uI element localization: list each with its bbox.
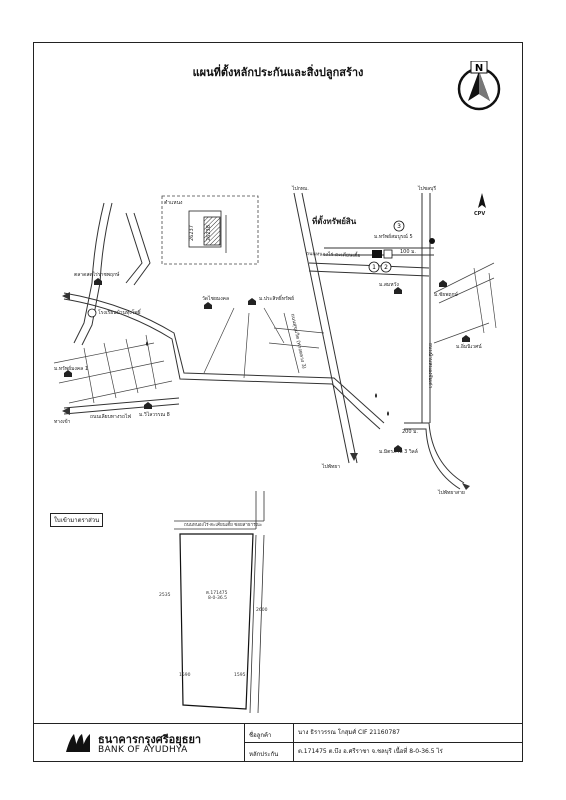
label-plot-a: 26237 — [189, 225, 195, 241]
label-bangkok: ไปกทม. — [292, 186, 309, 192]
road-sukhumvit — [293, 192, 350, 464]
label-road-local: ถนนเลียบทางรถไฟ — [90, 414, 132, 420]
north-arrow-icon: N — [457, 61, 501, 111]
info-table: ชื่อลูกค้า นาง ธิราวรรณ โกสุมศ์ CIF 2116… — [244, 724, 523, 762]
label-road-east: ถนนบ้านหนองจับเต่า — [427, 343, 433, 389]
customer-value: นาง ธิราวรรณ โกสุมศ์ CIF 21160787 — [293, 724, 518, 742]
bank-logo-icon — [66, 734, 90, 752]
location-map: 1 2 3 — [53, 192, 497, 490]
collateral-key: หลักประกัน — [249, 751, 279, 758]
inset-road-label: ถนนหนองไร่-ตะเคียนเตี้ย ซอยสาธารณะ — [184, 523, 263, 528]
label-chonburi: ไปชลบุรี — [418, 186, 437, 192]
marker-2 — [380, 261, 392, 273]
bank-name-english: BANK OF AYUDHYA — [98, 745, 188, 755]
document-frame: แผนที่ตั้งหลักประกันและสิ่งปลูกสร้าง N — [33, 42, 523, 762]
label-village3: ม.สมหวัง — [379, 282, 399, 288]
svg-text:1: 1 — [372, 264, 376, 271]
page-title: แผนที่ตั้งหลักประกันและสิ่งปลูกสร้าง — [192, 66, 364, 79]
customer-key: ชื่อลูกค้า — [249, 732, 272, 739]
label-dist1: 100 ม. — [400, 249, 417, 255]
info-row-collateral: หลักประกัน ต.171475 ต.บึง อ.ศรีราชา จ.ชล… — [245, 743, 523, 761]
label-dist2: 200 ม. — [402, 429, 419, 435]
label-inset: ตำแหนง — [164, 200, 183, 206]
footer: ธนาคารกรุงศรีอยุธยา BANK OF AYUDHYA ชื่อ… — [34, 723, 523, 762]
svg-text:2: 2 — [384, 264, 388, 271]
collateral-value: ต.171475 ต.บึง อ.ศรีราชา จ.ชลบุรี เนื้อท… — [293, 743, 518, 761]
dim-left: 2535 — [159, 593, 171, 598]
label-village4: ม.ชัยพฤกษ์ — [434, 292, 458, 298]
label-village6: ม.วิไลวรรณ 8 — [139, 412, 170, 418]
label-village1: ม.ทรัพย์มงคล 1 — [54, 366, 89, 372]
label-village2: ม.ประสิทธิ์ทรัพย์ — [259, 296, 295, 302]
label-village5: ม.อิ่มนิเวศน์ — [456, 344, 482, 350]
map-inset-box — [161, 195, 259, 265]
inset-plot-b — [203, 216, 221, 246]
road-east — [421, 193, 431, 423]
svg-text:3: 3 — [397, 223, 401, 230]
label-pattaya2: ไปพัทยาสาย — [438, 490, 465, 496]
label-school: โรงเรียนบ้านทุ่งโพธิ์ — [98, 310, 141, 316]
label-village8: ม.ทรัพย์สมบูรณ์ 5 — [374, 234, 413, 240]
label-pattaya: ไปพัทยา — [322, 464, 341, 470]
label-temple: วัดไชยมงคล — [202, 296, 230, 302]
label-village7: ม.มิตรภาพ 3 วิลล์ — [379, 449, 418, 455]
bank-name-thai: ธนาคารกรุงศรีอยุธยา — [98, 733, 202, 746]
parcel-area: 8-0-36.5 — [208, 596, 227, 601]
parcel-label: ต.171475 — [206, 591, 228, 596]
dim-bottom-right: 1595 — [234, 673, 246, 678]
parcel-outline — [179, 533, 254, 710]
label-cpv: CPV — [474, 211, 486, 217]
north-label: N — [475, 63, 483, 74]
bank-brand: ธนาคารกรุงศรีอยุธยา BANK OF AYUDHYA — [64, 730, 254, 758]
parcel-plan — [174, 491, 265, 714]
road-main — [63, 292, 385, 424]
label-property: ที่ตั้งทรัพย์สิน — [312, 217, 357, 226]
marker-1 — [368, 261, 380, 273]
inset-title: ใบเข้ามาตราส่วน — [50, 513, 104, 527]
property-marker — [372, 250, 382, 258]
label-market: ตลาดสดไร่ราชพฤกษ์ — [74, 272, 120, 278]
label-plot-b: 26238 — [206, 225, 212, 241]
info-row-customer: ชื่อลูกค้า นาง ธิราวรรณ โกสุมศ์ CIF 2116… — [245, 724, 523, 743]
label-gate: ทางเข้า — [54, 419, 71, 425]
road-local — [63, 397, 180, 409]
dim-right: 2600 — [256, 608, 268, 613]
dim-bottom-left: 1590 — [179, 673, 191, 678]
marker-3 — [393, 220, 405, 232]
